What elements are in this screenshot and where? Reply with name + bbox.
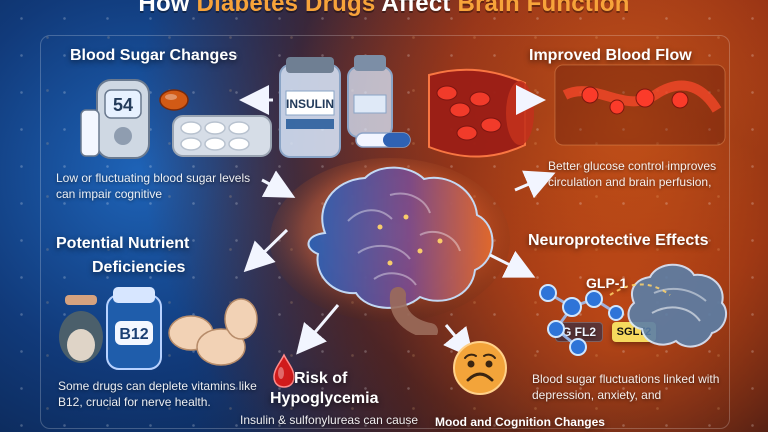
blood-flow-description: Better glucose control improves circulat… bbox=[548, 159, 717, 189]
nutrients-illustration: B12 bbox=[59, 287, 258, 370]
hypoglycemia-description: Insulin & sulfonylureas can cause bbox=[240, 413, 419, 427]
title-part-2: Diabetes Drugs bbox=[196, 0, 376, 17]
blood-sugar-heading: Blood Sugar Changes bbox=[70, 47, 238, 64]
small-bottle-icon bbox=[347, 55, 393, 138]
fish-icon bbox=[59, 295, 103, 363]
glp-1-label: GLP-1 bbox=[586, 275, 628, 291]
blood-sugar-description: Low or fluctuating blood sugar levels ca… bbox=[56, 171, 251, 201]
mood-heading: Mood and Cognition Changes bbox=[435, 415, 605, 429]
insulin-label: INSULIN bbox=[286, 97, 334, 111]
b12-bottle-icon: B12 bbox=[106, 287, 162, 370]
capsule-icon bbox=[355, 132, 411, 148]
brain-icon bbox=[307, 166, 494, 309]
sad-face-icon bbox=[453, 341, 507, 395]
title-part-3: Affect bbox=[375, 0, 458, 17]
glucose-display: 54 bbox=[113, 95, 133, 115]
glucose-meter-icon: 54 bbox=[80, 79, 150, 159]
brain-illustration bbox=[270, 158, 510, 335]
arrow-icon bbox=[239, 85, 556, 359]
small-brain-icon bbox=[627, 263, 728, 348]
insulin-illustration: INSULIN bbox=[279, 55, 411, 158]
hypoglycemia-heading-line-2: Hypoglycemia bbox=[270, 390, 379, 407]
blood-drop-icon bbox=[273, 353, 295, 388]
b12-label: B12 bbox=[119, 326, 148, 343]
neuroprotective-illustration bbox=[539, 263, 728, 356]
insulin-vial-icon: INSULIN bbox=[279, 57, 341, 158]
nutrients-description: Some drugs can deplete vitamins like B12… bbox=[58, 379, 257, 409]
hypoglycemia-heading-line-1: Risk of bbox=[294, 370, 348, 387]
pill-blister-icon bbox=[172, 115, 272, 157]
molecule-icon bbox=[539, 284, 624, 356]
nutrients-heading-line-2: Deficiencies bbox=[92, 259, 186, 276]
title-part-1: How bbox=[138, 0, 197, 17]
blood-flow-panel bbox=[554, 64, 726, 146]
blood-sugar-illustration: 54 bbox=[80, 79, 272, 159]
blood-flow-heading: Improved Blood Flow bbox=[529, 47, 692, 64]
mood-description: Blood sugar fluctuations linked with dep… bbox=[532, 372, 720, 402]
page-title: How Diabetes Drugs Affect Brain Function bbox=[0, 0, 768, 18]
nutrients-heading-line-1: Potential Nutrient bbox=[56, 235, 190, 252]
neuroprotective-heading: Neuroprotective Effects bbox=[528, 232, 709, 249]
egg-icon bbox=[168, 298, 258, 366]
title-part-4: Brain Function bbox=[457, 0, 630, 17]
